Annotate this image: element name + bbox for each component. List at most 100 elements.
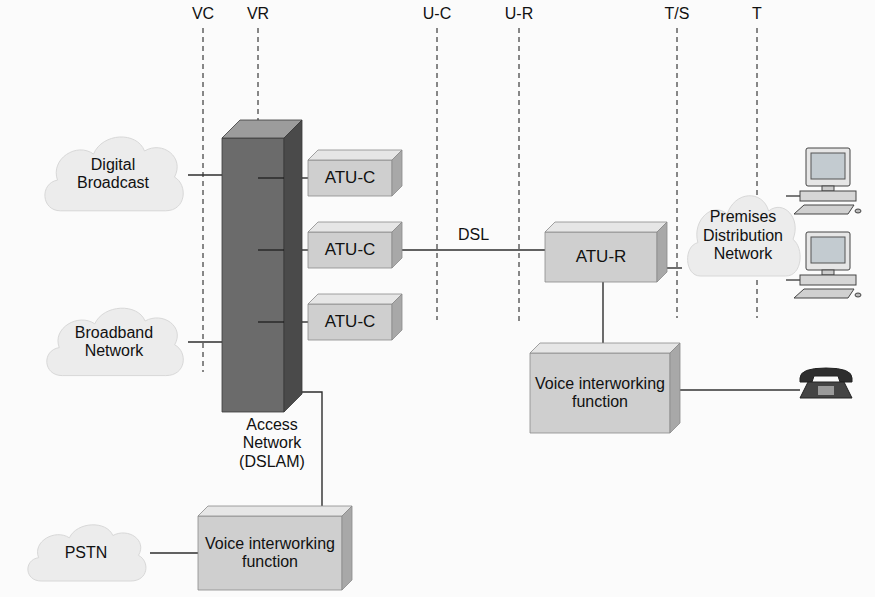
- connector-line: [150, 552, 198, 553]
- interface-label: T/S: [662, 5, 693, 22]
- monitor: [806, 148, 850, 186]
- handset: [800, 368, 852, 382]
- front-face: [308, 304, 392, 340]
- text-holder: Voice interworking function: [530, 353, 670, 433]
- computer-icon: [794, 232, 861, 298]
- unit-box: ATU-R: [545, 222, 667, 282]
- side-face: [392, 294, 402, 340]
- text-holder: ATU-C: [308, 160, 392, 196]
- reference-line: [202, 28, 203, 372]
- node-label: PSTN: [65, 544, 108, 562]
- monitor-stand: [822, 186, 834, 191]
- front-face: [222, 138, 284, 412]
- keyboard: [794, 205, 854, 214]
- top-face: [308, 150, 402, 160]
- cloud-outline: [688, 196, 801, 276]
- text-holder: PSTN: [22, 518, 150, 588]
- screen: [811, 237, 845, 263]
- top-face: [308, 294, 402, 304]
- interface-label-holder: VR: [244, 5, 272, 23]
- reference-line: [676, 28, 677, 318]
- unit-box: Voice interworking function: [198, 506, 352, 590]
- network-cloud: Premises Distribution Network: [682, 186, 804, 286]
- mouse: [855, 293, 861, 297]
- side-face: [284, 120, 302, 412]
- node-label: Voice interworking function: [530, 375, 670, 412]
- connector-line: [302, 321, 308, 322]
- interface-label: U-C: [420, 5, 454, 22]
- side-face: [657, 222, 667, 282]
- port-line: [258, 321, 284, 322]
- port-line: [258, 249, 284, 250]
- text-holder: ATU-R: [545, 232, 657, 282]
- unit-box: Voice interworking function: [530, 343, 680, 433]
- unit-box: ATU-C: [308, 294, 402, 340]
- text-holder: Digital Broadcast: [38, 128, 188, 220]
- node-label: Broadband Network: [68, 324, 160, 361]
- dslam-box: Access Network (DSLAM): [222, 120, 302, 412]
- node-label: ATU-C: [325, 312, 376, 332]
- reference-line: [436, 28, 437, 320]
- connector-line: [302, 249, 308, 250]
- top-face: [530, 343, 680, 353]
- telephone-icon: [800, 368, 852, 398]
- connector-line: [188, 174, 222, 175]
- connector-line: [302, 177, 308, 178]
- interface-label: T: [749, 5, 765, 22]
- front-face: [308, 232, 392, 268]
- text-holder: Voice interworking function: [198, 516, 342, 590]
- front-face: [198, 516, 342, 590]
- interface-label-holder: T: [749, 5, 765, 23]
- interface-label-holder: VC: [189, 5, 217, 23]
- leader-line: [668, 389, 800, 390]
- front-face: [308, 160, 392, 196]
- interface-label-holder: U-R: [502, 5, 536, 23]
- interface-label: U-R: [502, 5, 536, 22]
- cloud-outline: [45, 137, 183, 211]
- side-face: [392, 222, 402, 268]
- edge-label: DSL: [455, 226, 492, 243]
- connector-line: [302, 392, 322, 506]
- node-label: ATU-C: [325, 240, 376, 260]
- text-holder: ATU-C: [308, 232, 392, 268]
- network-cloud: Digital Broadcast: [38, 128, 188, 220]
- node-label: Voice interworking function: [198, 535, 342, 572]
- mouse: [855, 209, 861, 213]
- reference-line: [518, 28, 519, 322]
- network-cloud: Broadband Network: [40, 300, 188, 384]
- node-label: Digital Broadcast: [67, 156, 159, 193]
- top-face: [308, 222, 402, 232]
- text-holder: Access Network (DSLAM): [227, 416, 317, 471]
- unit-box: ATU-C: [308, 222, 402, 268]
- cloud-outline: [28, 525, 146, 581]
- connector-line: [667, 267, 682, 268]
- top-face: [198, 506, 352, 516]
- side-face: [342, 506, 352, 590]
- text-holder: Broadband Network: [40, 300, 188, 384]
- connector-line: [188, 341, 222, 342]
- keypad: [818, 386, 834, 395]
- interface-label-holder: T/S: [662, 5, 693, 23]
- interface-label-holder: U-C: [420, 5, 454, 23]
- interface-label: VR: [244, 5, 272, 22]
- unit-box: ATU-C: [308, 150, 402, 196]
- port-line: [258, 177, 284, 178]
- cloud-outline: [47, 308, 184, 375]
- node-label: ATU-R: [576, 247, 627, 267]
- leader-line: [786, 195, 800, 196]
- monitor: [806, 232, 850, 270]
- computer-icon: [794, 148, 861, 214]
- side-face: [392, 150, 402, 196]
- connector-line: [402, 249, 545, 250]
- node-label: Premises Distribution Network: [697, 208, 789, 263]
- text-holder: Premises Distribution Network: [682, 186, 804, 286]
- keyboard: [794, 289, 854, 298]
- network-cloud: PSTN: [22, 518, 150, 588]
- connector-line: [602, 282, 603, 343]
- front-face: [545, 232, 657, 282]
- side-face: [670, 343, 680, 433]
